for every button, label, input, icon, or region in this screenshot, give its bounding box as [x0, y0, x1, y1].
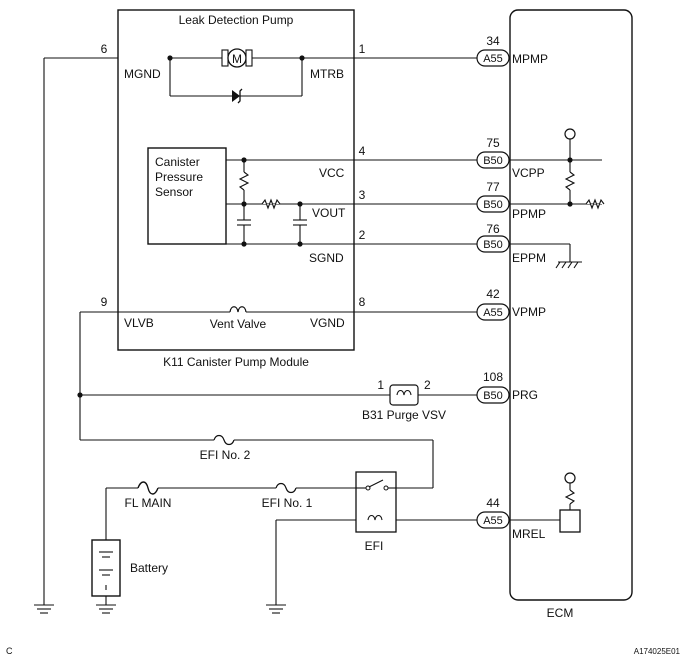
sensor-label-line1: Canister	[155, 155, 200, 169]
ground-icon-relay	[266, 604, 286, 614]
ecm-pin-42: 42	[486, 287, 500, 301]
module-name-label: K11 Canister Pump Module	[163, 355, 309, 369]
ecm-vcpp-reference-icon	[564, 128, 576, 160]
signal-eppm: EPPM	[512, 251, 546, 265]
vcc-label: VCC	[319, 166, 345, 180]
signal-ppmp: PPMP	[512, 207, 546, 221]
signal-mpmp: MPMP	[512, 52, 548, 66]
ecm-pin-44: 44	[486, 496, 500, 510]
pin-4-label: 4	[359, 144, 366, 158]
ecm-terminal-eppm: 76 B50 EPPM	[476, 222, 546, 265]
corner-label-left: C	[6, 646, 13, 656]
sensor-label-line3: Sensor	[155, 185, 193, 199]
connector-b50-prg: B50	[483, 390, 503, 402]
ecm-pin-77: 77	[486, 180, 500, 194]
efi-relay-icon	[355, 471, 397, 533]
purge-vsv-label: B31 Purge VSV	[362, 408, 446, 422]
mgnd-label: MGND	[124, 67, 161, 81]
vout-capacitor	[293, 204, 307, 244]
purge-vsv-icon	[389, 384, 419, 406]
vlvb-label: VLVB	[124, 316, 154, 330]
pin-1-label: 1	[359, 42, 366, 56]
efi-no1-label: EFI No. 1	[262, 496, 313, 510]
ecm-mrel-driver-icon	[559, 472, 581, 533]
signal-vcpp: VCPP	[512, 166, 545, 180]
ecm-terminal-mrel: 44 A55 MREL	[476, 496, 546, 541]
sgnd-label: SGND	[309, 251, 344, 265]
vout-series-resistor	[261, 198, 281, 210]
ecm-ground-icon	[555, 244, 582, 269]
efi-no2-label: EFI No. 2	[200, 448, 251, 462]
ecm-label: ECM	[547, 606, 574, 620]
connector-b50-ppmp: B50	[483, 199, 503, 211]
ecm-pin-75: 75	[486, 136, 500, 150]
pin-2-label: 2	[359, 228, 366, 242]
fl-main-fusible-link-icon	[137, 481, 159, 495]
connector-a55-mpmp: A55	[483, 53, 503, 65]
ecm-terminal-vpmp: 42 A55 VPMP	[476, 287, 546, 321]
vent-valve-coil-icon	[229, 306, 247, 313]
efi-relay-label: EFI	[365, 539, 384, 553]
sensor-capacitor	[237, 204, 251, 244]
pin-3-label: 3	[359, 188, 366, 202]
vent-valve-label: Vent Valve	[210, 317, 267, 331]
ground-icon-battery	[96, 604, 116, 614]
purge-vsv-pin-1: 1	[377, 378, 384, 392]
canister-pump-module-box	[117, 9, 355, 351]
motor-symbol: M	[232, 52, 242, 66]
pin-6-label: 6	[101, 42, 108, 56]
ground-icon-left	[34, 604, 54, 614]
sensor-label-line2: Pressure	[155, 170, 203, 184]
ecm-box	[509, 9, 633, 601]
signal-prg: PRG	[512, 388, 538, 402]
ecm-pull-resistor	[564, 160, 576, 204]
battery-label: Battery	[130, 561, 168, 575]
mtrb-label: MTRB	[310, 67, 344, 81]
ecm-pin-34: 34	[486, 34, 500, 48]
figure-code: A174025E01	[634, 647, 681, 656]
fl-main-label: FL MAIN	[125, 496, 172, 510]
ecm-terminal-vcpp: 75 B50 VCPP	[476, 136, 545, 180]
pin-9-label: 9	[101, 295, 108, 309]
efi-no1-fuse-icon	[275, 482, 297, 494]
pin-8-label: 8	[359, 295, 366, 309]
ecm-ppmp-input-resistor	[585, 198, 605, 210]
motor-icon: M	[221, 48, 253, 68]
vgnd-label: VGND	[310, 316, 345, 330]
connector-b50-vcpp: B50	[483, 155, 503, 167]
ecm-terminal-ppmp: 77 B50 PPMP	[476, 180, 546, 221]
efi-no2-fuse-icon	[213, 434, 235, 446]
ecm-pin-76: 76	[486, 222, 500, 236]
sensor-box	[147, 147, 227, 245]
connector-a55-vpmp: A55	[483, 307, 503, 319]
ecm-terminal-prg: 108 B50 PRG	[476, 370, 538, 404]
ecm-terminal-mpmp: 34 A55 MPMP	[476, 34, 548, 67]
sensor-pullup-resistor	[238, 160, 250, 204]
battery-icon	[91, 539, 121, 597]
ecm-pin-108: 108	[483, 370, 503, 384]
signal-mrel: MREL	[512, 527, 546, 541]
connector-a55-mrel: A55	[483, 515, 503, 527]
connector-b50-eppm: B50	[483, 239, 503, 251]
leak-detection-pump-title: Leak Detection Pump	[179, 13, 294, 27]
vout-label: VOUT	[312, 206, 346, 220]
purge-vsv-pin-2: 2	[424, 378, 431, 392]
signal-vpmp: VPMP	[512, 305, 546, 319]
